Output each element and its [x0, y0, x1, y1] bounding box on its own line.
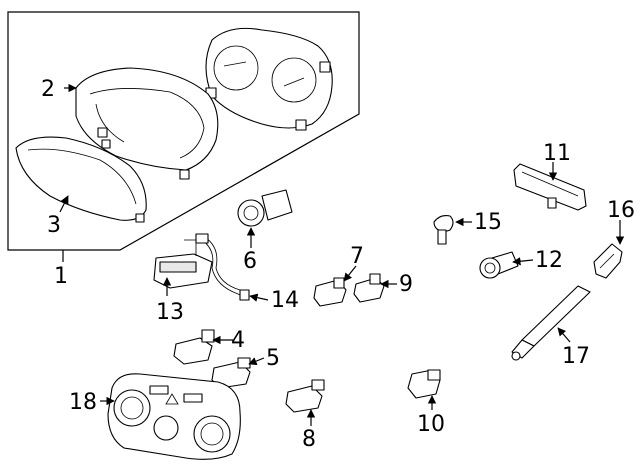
callout-13: 13 [156, 300, 184, 325]
sensor-15 [433, 215, 454, 245]
callout-9: 9 [399, 272, 413, 297]
callout-17: 17 [562, 344, 590, 369]
cluster-housing [75, 67, 219, 180]
cluster-lens [15, 136, 147, 223]
cluster-group-box [7, 11, 360, 251]
callout-7: 7 [350, 244, 364, 269]
switch-10 [407, 369, 441, 399]
module-11 [513, 163, 587, 211]
switch-9 [353, 273, 385, 303]
callout-18: 18 [69, 390, 97, 415]
wire-harness [195, 233, 250, 301]
callout-6: 6 [243, 249, 257, 274]
socket-12 [479, 251, 519, 279]
antenna-17 [511, 285, 591, 361]
callout-16: 16 [607, 198, 635, 223]
gauge-face [205, 27, 333, 131]
callout-5: 5 [266, 346, 280, 371]
callout-leaders [59, 83, 625, 426]
callout-8: 8 [302, 427, 316, 452]
callout-15: 15 [474, 210, 502, 235]
callout-labels: 1 2 3 4 5 6 7 8 9 10 11 12 13 14 15 16 1… [41, 77, 635, 452]
climate-control-panel [107, 373, 241, 460]
switch-panel [153, 239, 213, 289]
connector-16 [593, 243, 623, 279]
switch-5 [211, 357, 251, 389]
switch-7 [313, 277, 347, 307]
callout-3: 3 [47, 213, 61, 238]
ignition-switch [237, 189, 293, 227]
callout-1: 1 [54, 264, 68, 289]
switch-8 [285, 379, 325, 413]
callout-14: 14 [271, 288, 299, 313]
callout-2: 2 [41, 77, 55, 102]
callout-10: 10 [417, 412, 445, 437]
callout-12: 12 [535, 248, 563, 273]
switch-4 [173, 329, 215, 365]
callout-11: 11 [543, 141, 571, 166]
callout-4: 4 [231, 328, 245, 353]
